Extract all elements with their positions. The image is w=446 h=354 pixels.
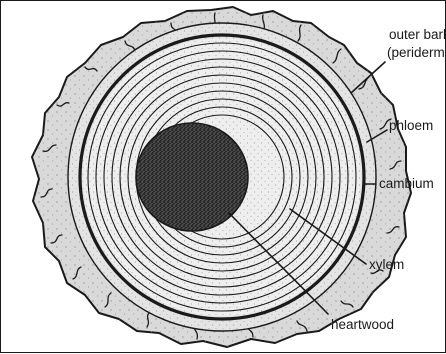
- label-periderm: (periderm): [387, 45, 446, 60]
- label-outer-bark: outer bark: [389, 27, 446, 42]
- label-cambium: cambium: [379, 176, 434, 191]
- label-xylem: xylem: [369, 257, 404, 272]
- label-phloem: phloem: [389, 118, 433, 133]
- label-heartwood: heartwood: [331, 317, 394, 332]
